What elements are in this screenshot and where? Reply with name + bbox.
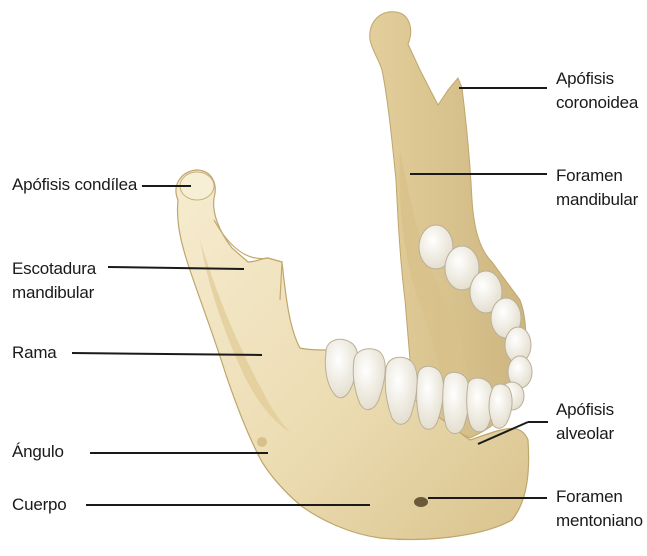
angle-bump <box>257 437 267 447</box>
label-alveolar-process-line1: Apófisis <box>556 398 614 422</box>
label-mental-foramen: Foramen mentoniano <box>556 485 643 533</box>
label-coronoid-process-line1: Apófisis <box>556 67 638 91</box>
label-alveolar-process-line2: alveolar <box>556 422 614 446</box>
label-alveolar-process: Apófisis alveolar <box>556 398 614 446</box>
label-mandibular-foramen: Foramen mandibular <box>556 164 638 212</box>
mental-foramen-hole <box>414 497 428 507</box>
label-mental-foramen-line2: mentoniano <box>556 509 643 533</box>
label-mandibular-foramen-line2: mandibular <box>556 188 638 212</box>
label-mandibular-foramen-line1: Foramen <box>556 164 638 188</box>
label-coronoid-process-line2: coronoidea <box>556 91 638 115</box>
label-mandibular-notch-line1: Escotadura <box>12 257 96 281</box>
label-mandibular-notch-line2: mandibular <box>12 281 96 305</box>
label-condylar-process: Apófisis condílea <box>12 173 137 197</box>
label-mandibular-notch: Escotadura mandibular <box>12 257 96 305</box>
label-mental-foramen-line1: Foramen <box>556 485 643 509</box>
label-ramus: Rama <box>12 341 57 365</box>
label-angle: Ángulo <box>12 440 64 464</box>
label-body: Cuerpo <box>12 493 67 517</box>
label-coronoid-process: Apófisis coronoidea <box>556 67 638 115</box>
